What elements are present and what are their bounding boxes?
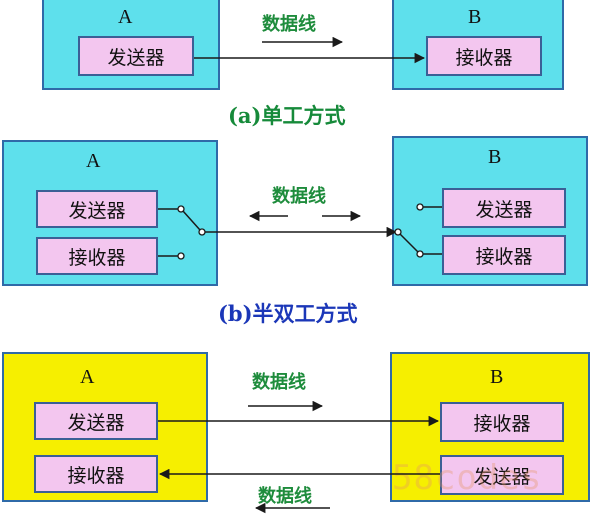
half-duplex-a-switch-pivot [198, 228, 206, 236]
half-duplex-a-sender-contact [177, 205, 185, 213]
half-duplex-a-sender-box: 发送器 [36, 190, 158, 228]
full-duplex-line-label-bottom: 数据线 [258, 486, 312, 507]
half-duplex-b-sender-box: 发送器 [442, 188, 566, 228]
simplex-receiver-box: 接收器 [426, 36, 542, 76]
half-duplex-b-sender-contact [416, 203, 424, 211]
full-duplex-station-b-label: B [490, 366, 504, 388]
half-duplex-line-label: 数据线 [272, 186, 326, 207]
full-duplex-line-label-top: 数据线 [252, 372, 306, 393]
half-duplex-b-switch-pivot [394, 228, 402, 236]
simplex-caption: (a)单工方式 [228, 103, 346, 128]
half-duplex-a-receiver-contact [177, 252, 185, 260]
simplex-sender-box: 发送器 [78, 36, 194, 76]
half-duplex-a-switch [182, 210, 201, 231]
half-duplex-station-a-label: A [86, 150, 101, 172]
half-duplex-b-switch [399, 233, 419, 253]
full-duplex-b-receiver-box: 接收器 [440, 402, 564, 442]
watermark-logo: 58codes [392, 458, 543, 498]
full-duplex-a-receiver-box: 接收器 [34, 455, 158, 493]
simplex-station-a-label: A [118, 6, 133, 28]
half-duplex-caption: (b)半双工方式 [218, 301, 358, 326]
half-duplex-station-b-label: B [488, 146, 502, 168]
simplex-station-b-label: B [468, 6, 482, 28]
simplex-line-label: 数据线 [262, 14, 316, 35]
full-duplex-b-sender-box: 发送器 [440, 455, 564, 495]
full-duplex-station-a-label: A [80, 366, 95, 388]
half-duplex-a-receiver-box: 接收器 [36, 237, 158, 275]
half-duplex-b-receiver-contact [416, 250, 424, 258]
full-duplex-a-sender-box: 发送器 [34, 402, 158, 440]
half-duplex-b-receiver-box: 接收器 [442, 235, 566, 275]
